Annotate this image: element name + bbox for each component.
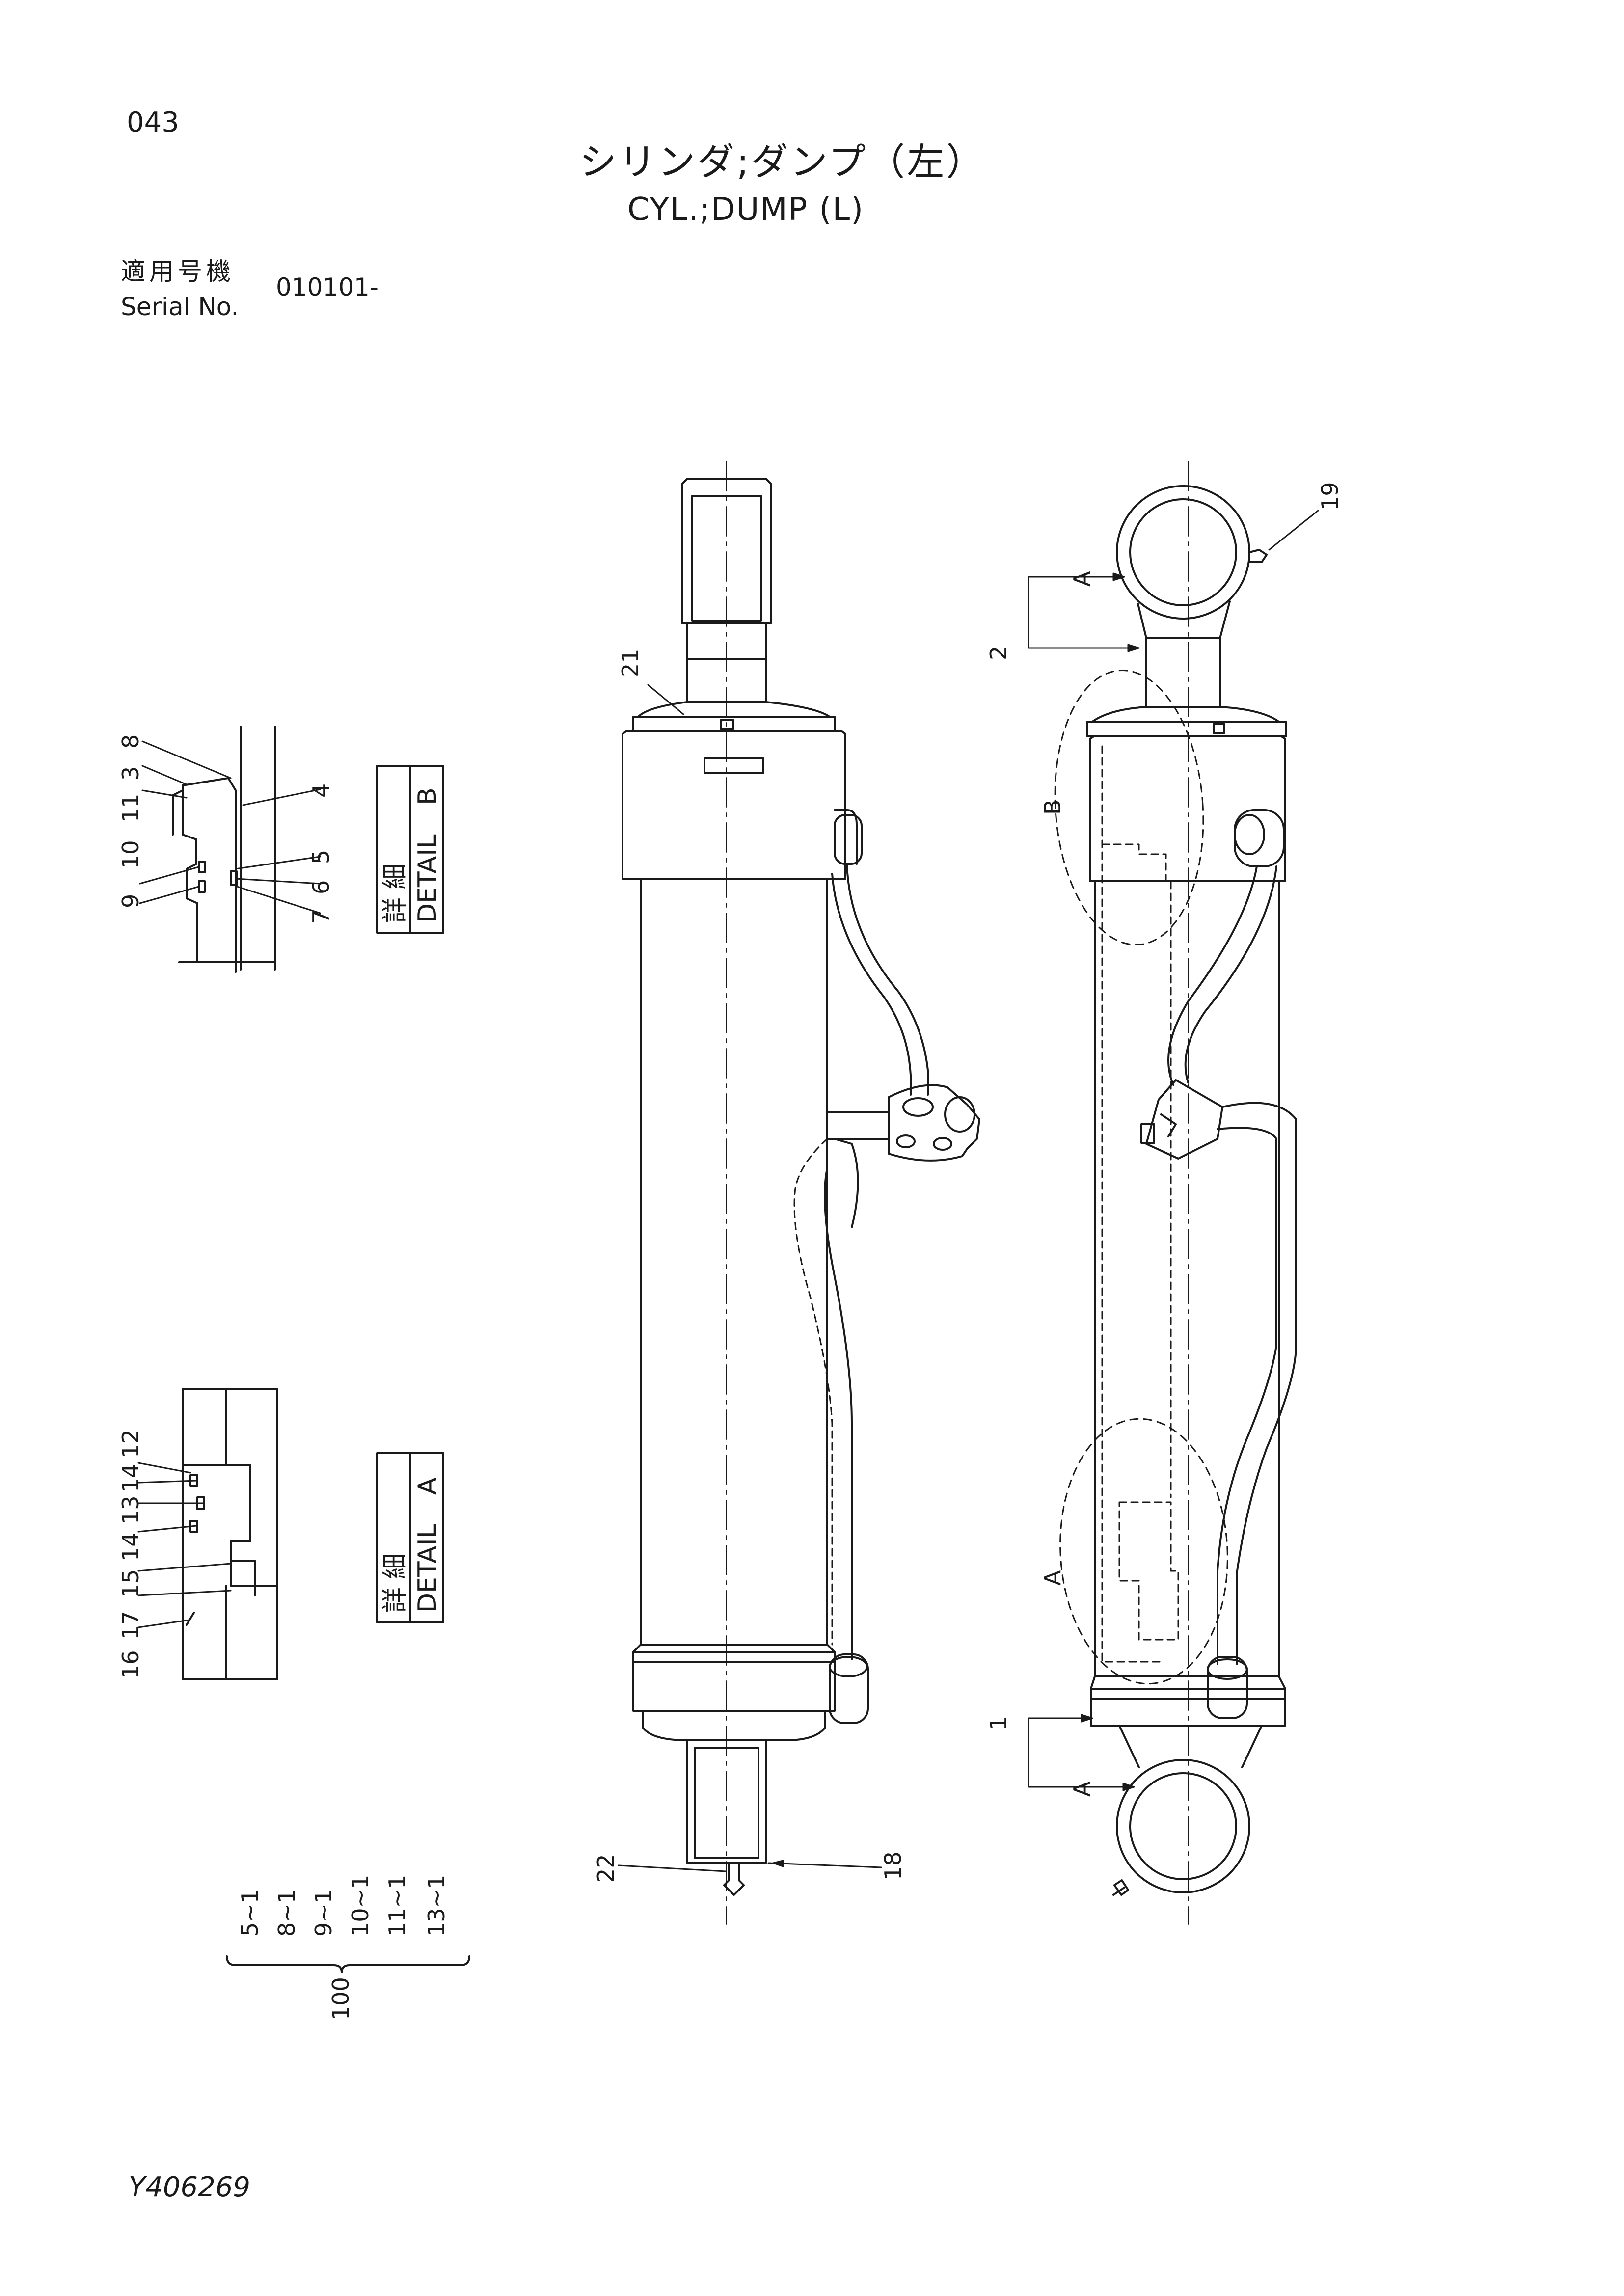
callout-8: 8 — [117, 734, 144, 749]
detail-b-drawing — [172, 726, 276, 973]
cylinder-side-view — [622, 461, 980, 1925]
kit-item-10: 10~1 — [347, 1875, 374, 1937]
callout-12: 12 — [117, 1429, 144, 1458]
detail-b-marker: B — [1039, 799, 1066, 815]
section-a-bottom: A — [1069, 1781, 1095, 1797]
center-callouts: 21 22 18 — [593, 648, 906, 1883]
callout-21: 21 — [617, 648, 644, 677]
serial-label-english: Serial No. — [121, 293, 239, 321]
section-a-top: A — [1069, 571, 1095, 587]
detail-a-label-jp: 詳 細 — [380, 1553, 410, 1613]
callout-17: 17 — [117, 1611, 144, 1640]
callout-11: 11 — [117, 793, 144, 822]
detail-b-label-en: DETAIL — [413, 834, 442, 923]
callout-4: 4 — [308, 783, 334, 798]
detail-b-callouts: 9 10 11 3 8 4 5 6 7 — [117, 734, 334, 924]
kit-total-100: 100 — [327, 1977, 354, 2020]
seal-kit-group: 5~1 8~1 9~1 10~1 11~1 13~1 100 — [226, 1875, 470, 2020]
callout-16: 16 — [117, 1650, 144, 1679]
detail-b-letter: B — [413, 787, 442, 805]
detail-a-marker: A — [1039, 1570, 1066, 1586]
serial-label-japanese: 適用号機 — [121, 257, 235, 286]
detail-a-label-en: DETAIL — [413, 1524, 442, 1613]
callout-3: 3 — [117, 766, 144, 781]
detail-b-label-box: 詳 細 DETAIL B — [376, 765, 444, 934]
callout-2: 2 — [985, 646, 1012, 660]
detail-a-callouts: 16 17 15 14 13 14 12 — [117, 1429, 144, 1679]
kit-item-8: 8~1 — [273, 1889, 300, 1937]
callout-6: 6 — [308, 880, 334, 894]
kit-item-13: 13~1 — [423, 1875, 450, 1937]
callout-9: 9 — [117, 894, 144, 908]
right-leaders — [1028, 510, 1319, 1791]
detail-a-drawing — [182, 1388, 278, 1680]
kit-item-9: 9~1 — [310, 1889, 337, 1937]
serial-number-value: 010101- — [276, 273, 379, 301]
callout-14b: 14 — [117, 1463, 144, 1492]
title-english: CYL.;DUMP (L) — [627, 191, 865, 228]
center-leaders — [618, 684, 882, 1872]
kit-item-11: 11~1 — [384, 1875, 410, 1937]
page-number: 043 — [127, 107, 179, 138]
callout-19: 19 — [1317, 482, 1343, 511]
callout-5: 5 — [308, 850, 334, 864]
callout-18: 18 — [880, 1851, 906, 1880]
detail-b-label-jp: 詳 細 — [380, 864, 410, 923]
cylinder-front-view — [1054, 461, 1297, 1925]
callout-22: 22 — [593, 1854, 619, 1883]
kit-item-5: 5~1 — [237, 1889, 263, 1937]
callout-14: 14 — [117, 1532, 144, 1561]
callout-13: 13 — [117, 1495, 144, 1524]
document-id: Y406269 — [129, 2171, 250, 2203]
right-callouts: 19 2 1 A A B A — [985, 482, 1343, 1797]
detail-a-label-box: 詳 細 DETAIL A — [376, 1452, 444, 1623]
detail-b-leaders — [139, 740, 321, 914]
callout-10: 10 — [117, 840, 144, 869]
title-japanese: シリンダ;ダンプ（左） — [579, 140, 986, 184]
callout-1: 1 — [985, 1716, 1012, 1730]
detail-a-leaders — [137, 1462, 232, 1628]
callout-15: 15 — [117, 1569, 144, 1598]
detail-a-letter: A — [413, 1477, 442, 1495]
callout-7: 7 — [308, 910, 334, 924]
